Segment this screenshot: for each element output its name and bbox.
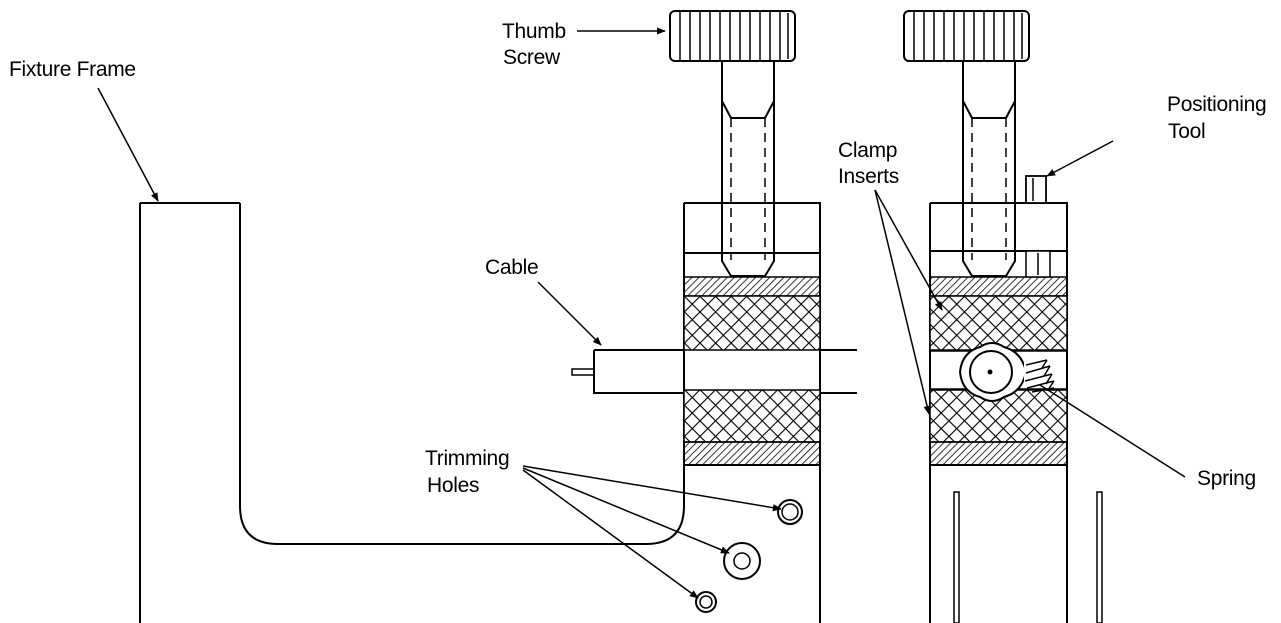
trimming-holes-label-line1: Trimming bbox=[425, 447, 509, 470]
fixture-frame bbox=[139, 202, 685, 623]
upper-clamp-insert-right bbox=[929, 295, 1068, 351]
left-clamp-block bbox=[683, 202, 821, 623]
clamp-inserts-label-line1: Clamp bbox=[838, 139, 897, 162]
thumb-screw-label-line2: Screw bbox=[503, 46, 561, 69]
thumb-screw-right bbox=[903, 10, 1030, 277]
lower-clamp-insert bbox=[683, 389, 821, 443]
thumb-screw-left bbox=[669, 10, 796, 277]
clamp-inserts-label-line2: Inserts bbox=[838, 165, 899, 188]
cam-and-spring bbox=[958, 342, 1062, 402]
positioning-tool-label-line1: Positioning bbox=[1167, 93, 1266, 116]
leader-lines bbox=[97, 27, 1186, 599]
trimming-holes bbox=[695, 499, 803, 613]
spring bbox=[1024, 358, 1062, 393]
cable-label: Cable bbox=[485, 256, 538, 279]
fixture-frame-label: Fixture Frame bbox=[9, 58, 136, 81]
trimming-holes-label-line2: Holes bbox=[427, 474, 479, 497]
spring-label: Spring bbox=[1197, 467, 1256, 490]
cable bbox=[571, 350, 857, 393]
thumb-screw-label-line1: Thumb bbox=[502, 20, 566, 43]
positioning-tool-label-line2: Tool bbox=[1168, 120, 1205, 143]
right-clamp-block bbox=[929, 202, 1103, 623]
upper-clamp-insert bbox=[683, 295, 821, 351]
positioning-tool bbox=[1025, 175, 1047, 204]
